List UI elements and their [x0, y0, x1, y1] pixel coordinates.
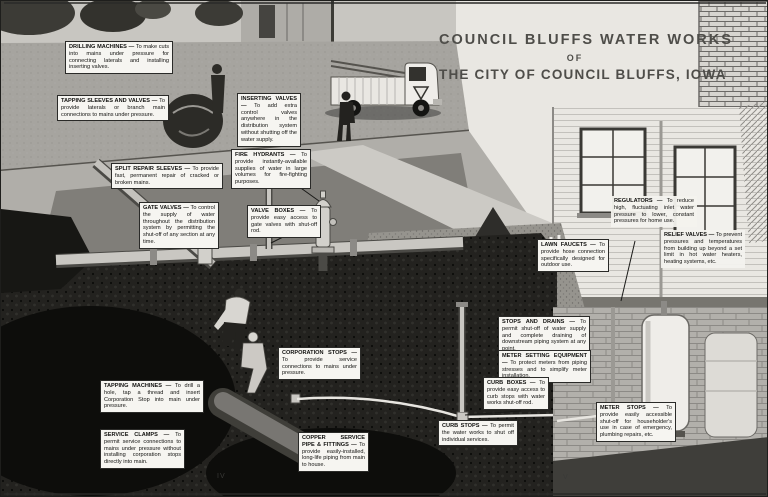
callout-title: TAPPING MACHINES	[104, 383, 175, 389]
callout-title: TAPPING SLEEVES AND VALVES	[61, 98, 159, 104]
callout-gate-valves: GATE VALVESTo control the supply of wate…	[139, 202, 219, 249]
callout-title: RELIEF VALVES	[664, 232, 716, 238]
inserting-valve-machine	[163, 64, 225, 148]
callout-curb-stops: CURB STOPSTo permit the water works to s…	[438, 420, 518, 447]
callout-meter-stops: METER STOPSTo provide easily accessible …	[596, 402, 676, 443]
parked-car	[1, 209, 93, 293]
callout-body: To provide easy access to gate valves wi…	[251, 208, 317, 235]
worker-figure	[337, 91, 355, 141]
callout-body: To permit the water works to shut off in…	[442, 423, 514, 443]
callout-body: To provide easily-installed, long-life p…	[302, 441, 365, 469]
workers-illustration	[214, 288, 268, 394]
storage-tank	[704, 332, 758, 438]
callout-body: To make cuts into mains under pressure f…	[69, 44, 170, 71]
top-yard	[1, 1, 456, 49]
water-main-pipe	[55, 237, 464, 265]
callout-body: To drill a hole, tap a thread and insert…	[104, 383, 200, 410]
callout-title: LAWN FAUCETS	[541, 242, 599, 248]
roof-shingles	[739, 101, 767, 243]
callout-body: To reduce high, fluctuating inlet water …	[614, 198, 694, 225]
worker-figure	[212, 64, 222, 74]
callout-valve-boxes: VALVE BOXESTo provide easy access to gat…	[247, 205, 321, 239]
callout-body: To provide fast, permanent repair of cra…	[115, 166, 220, 186]
utility-pole	[331, 1, 334, 49]
callout-title: STOPS AND DRAINS	[502, 319, 580, 325]
tree-canopy	[1, 1, 75, 35]
copper-service-pipe	[296, 396, 558, 419]
brick-wall	[699, 1, 767, 119]
callout-body: To protect meters from piping stresses a…	[502, 359, 587, 380]
large-main-pipe	[214, 392, 316, 458]
callout-body: To permit service connections to mains u…	[104, 432, 181, 466]
callout-title: SERVICE CLAMPS	[104, 432, 175, 438]
truck-illustration	[325, 60, 442, 141]
callout-relief-valves: RELIEF VALVESTo prevent pressures and te…	[661, 230, 745, 269]
callout-body: To provide easy access to curb stops wit…	[487, 380, 546, 407]
callout-corporation-stops: CORPORATION STOPSTo provide service conn…	[278, 347, 361, 381]
callout-service-clamps: SERVICE CLAMPSTo permit service connecti…	[100, 429, 185, 470]
callout-title: CURB BOXES	[487, 380, 539, 386]
callout-title: REGULATORS	[614, 198, 667, 204]
title-line-3: THE CITY OF COUNCIL BLUFFS, IOWA	[439, 67, 727, 82]
page-title: COUNCIL BLUFFS WATER WORKS OF THE CITY O…	[439, 32, 733, 82]
callout-body: To provide instantly-available supplies …	[235, 152, 307, 186]
callout-title: SPLIT REPAIR SLEEVES	[115, 166, 192, 172]
callout-body: To permit shut-off of water supply and c…	[502, 319, 587, 352]
title-line-2: OF	[566, 53, 584, 63]
title-line-1: COUNCIL BLUFFS WATER WORKS	[439, 32, 733, 48]
callout-curb-boxes: CURB BOXESTo provide easy access to curb…	[483, 377, 549, 411]
callout-drilling-machines: DRILLING MACHINESTo make cuts into mains…	[65, 41, 173, 75]
page-number-left: IV	[217, 473, 226, 480]
callout-inserting-valves: INSERTING VALVESTo add extra control val…	[237, 93, 301, 147]
callout-title: METER STOPS	[600, 405, 666, 411]
callout-regulators: REGULATORSTo reduce high, fluctuating in…	[611, 196, 697, 228]
callout-copper-service-pipe-fittings: COPPER SERVICE PIPE & FITTINGSTo provide…	[298, 432, 369, 473]
callout-title: FIRE HYDRANTS	[235, 152, 301, 158]
page-number-right: V	[563, 474, 569, 481]
callout-body: To provide hose connection specifically …	[541, 242, 605, 269]
callout-title: COPPER SERVICE PIPE & FITTINGS	[302, 435, 365, 448]
callout-split-repair-sleeves: SPLIT REPAIR SLEEVESTo provide fast, per…	[111, 163, 223, 190]
tree-canopy	[80, 1, 146, 32]
callout-body: To provide easily accessible shut-off fo…	[600, 405, 673, 439]
callout-tapping-sleeves-and-valves: TAPPING SLEEVES AND VALVESTo provide lat…	[57, 95, 169, 122]
callout-tapping-machines: TAPPING MACHINESTo drill a hole, tap a t…	[100, 380, 204, 414]
callout-body: To add extra control valves anywhere in …	[241, 102, 297, 143]
callout-fire-hydrants: FIRE HYDRANTSTo provide instantly-availa…	[231, 149, 311, 190]
truck-door-emblem	[412, 86, 430, 101]
callout-title: GATE VALVES	[143, 205, 191, 211]
callout-title: CORPORATION STOPS	[282, 350, 357, 356]
callout-body: To provide laterals or branch main conne…	[61, 98, 166, 118]
callout-title: VALVE BOXES	[251, 208, 311, 214]
callout-body: To provide service connections to mains …	[282, 356, 357, 377]
windshield	[409, 67, 426, 81]
tree-canopy	[195, 1, 243, 26]
callout-lawn-faucets: LAWN FAUCETSTo provide hose connection s…	[537, 239, 609, 273]
callout-title: DRILLING MACHINES	[69, 44, 136, 50]
callout-body: To prevent pressures and temperatures fr…	[664, 232, 743, 266]
callout-title: CURB STOPS	[442, 423, 490, 429]
callout-body: To control the supply of water throughou…	[143, 205, 215, 246]
callout-stops-and-drains: STOPS AND DRAINSTo permit shut-off of wa…	[498, 316, 590, 357]
